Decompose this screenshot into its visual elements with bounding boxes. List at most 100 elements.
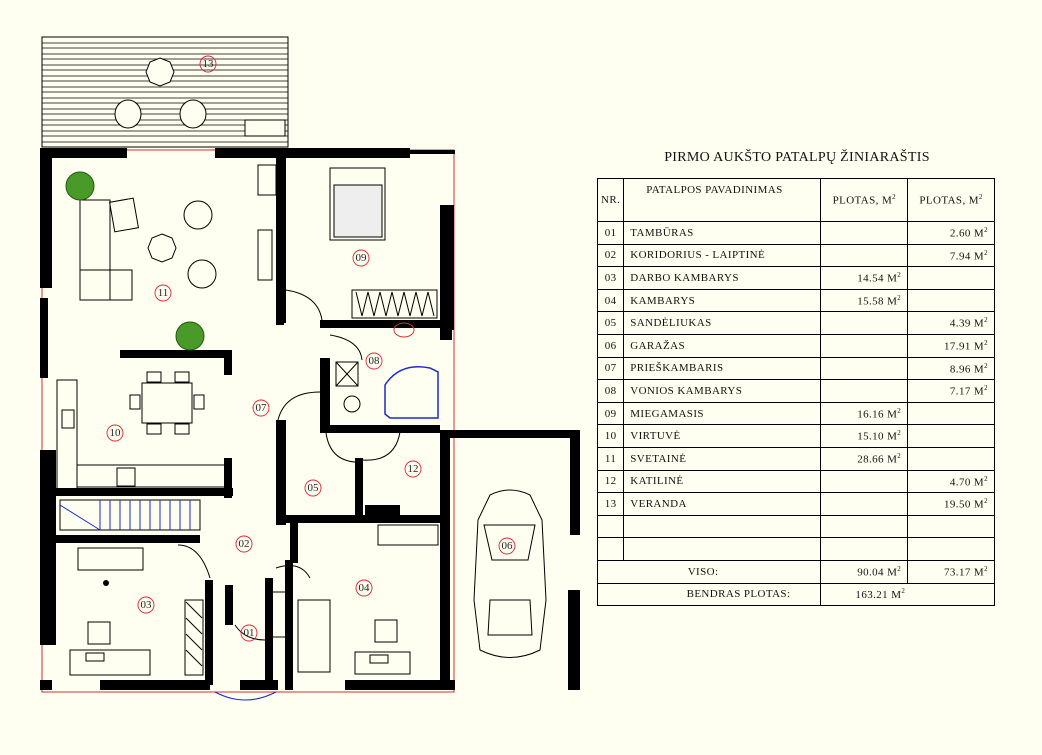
row-name: VERANDA — [623, 492, 822, 516]
svg-text:05: 05 — [308, 482, 320, 494]
room-label-13: 13 — [199, 55, 217, 73]
kitchen — [56, 379, 228, 491]
lamp-icon — [103, 580, 109, 586]
row-nr: 03 — [596, 266, 625, 290]
outer-frame — [41, 149, 455, 693]
room-label-11: 11 — [154, 284, 172, 302]
room-label-01: 01 — [240, 624, 258, 642]
row-area-a — [820, 221, 909, 245]
boiler — [365, 505, 400, 515]
staircase — [59, 499, 201, 531]
svg-text:09: 09 — [356, 252, 368, 264]
room-label-08: 08 — [365, 352, 383, 370]
svg-text:03: 03 — [141, 599, 153, 611]
row-nr: 05 — [596, 311, 625, 335]
table-row — [596, 537, 995, 561]
armchair-icon — [179, 99, 207, 129]
row-area-b — [907, 401, 995, 426]
svg-text:04: 04 — [359, 582, 371, 594]
dining-table — [129, 371, 205, 435]
veranda-deck — [41, 36, 289, 148]
total-row: VISO: 90.04 M2 73.17 M2 — [596, 559, 995, 584]
row-area-b — [907, 266, 995, 290]
row-area-a: 14.54 M2 — [820, 266, 909, 290]
row-area-a: 15.10 M2 — [820, 424, 909, 448]
row-area-a — [820, 243, 909, 268]
grand-total-value: 163.21 M2 — [820, 582, 995, 607]
row-area-b: 7.17 M2 — [907, 379, 995, 403]
row-area-b: 19.50 M2 — [907, 492, 995, 516]
row-area-a — [820, 492, 909, 516]
row-name: GARAŽAS — [623, 333, 822, 358]
row-area-a — [820, 379, 909, 403]
row-name: DARBO KAMBARYS — [623, 266, 822, 290]
row-area-b — [907, 288, 995, 313]
room-label-07: 07 — [252, 399, 270, 417]
row-area-b — [907, 514, 995, 539]
svg-text:07: 07 — [256, 402, 268, 414]
row-name: KAMBARYS — [623, 288, 822, 313]
row-area-a — [820, 356, 909, 381]
room-label-02: 02 — [235, 535, 253, 553]
row-area-b: 2.60 M2 — [907, 221, 995, 245]
row-nr: 09 — [596, 401, 625, 426]
row-area-b: 4.39 M2 — [907, 311, 995, 335]
room04-furniture — [271, 524, 439, 675]
total-label: VISO: — [596, 559, 822, 584]
row-area-b — [907, 446, 995, 471]
row-nr — [596, 537, 625, 561]
row-nr: 06 — [596, 333, 625, 358]
row-area-b: 4.70 M2 — [907, 469, 995, 494]
table-icon — [145, 57, 175, 87]
room-label-04: 04 — [355, 579, 373, 597]
svg-text:11: 11 — [158, 287, 169, 299]
svg-text:02: 02 — [239, 538, 250, 550]
living-furniture — [79, 164, 277, 301]
grand-total-label: BENDRAS PLOTAS: — [596, 582, 822, 607]
room-label-09: 09 — [352, 249, 370, 267]
row-name — [623, 537, 822, 561]
door-swings — [177, 289, 401, 641]
room-label-12: 12 — [404, 460, 422, 478]
svg-text:01: 01 — [244, 627, 255, 639]
total-b: 73.17 M2 — [907, 559, 995, 584]
row-nr: 10 — [596, 424, 625, 448]
table-row — [596, 514, 995, 539]
car-icon — [473, 489, 547, 658]
plant-icon — [175, 321, 205, 351]
row-area-b — [907, 424, 995, 448]
svg-text:08: 08 — [369, 355, 381, 367]
row-nr: 11 — [596, 446, 625, 471]
row-nr: 08 — [596, 379, 625, 403]
row-area-a: 28.66 M2 — [820, 446, 909, 471]
row-name: MIEGAMASIS — [623, 401, 822, 426]
row-nr: 12 — [596, 469, 625, 494]
row-name: SANDĖLIUKAS — [623, 311, 822, 335]
grand-total-row: BENDRAS PLOTAS: 163.21 M2 — [596, 582, 995, 607]
bedroom-furniture — [329, 167, 438, 319]
row-area-b: 17.91 M2 — [907, 333, 995, 358]
row-name: TAMBŪRAS — [623, 221, 822, 245]
header-area-a: PLOTAS, M2 — [820, 178, 909, 222]
row-area-a: 15.58 M2 — [820, 288, 909, 313]
row-area-a — [820, 469, 909, 494]
row-name: KATILINĖ — [623, 469, 822, 494]
row-name: SVETAINĖ — [623, 446, 822, 471]
row-nr: 02 — [596, 243, 625, 268]
row-nr: 13 — [596, 492, 625, 516]
room-schedule-table: NR. PATALPOS PAVADINIMAS PLOTAS, M2 PLOT… — [596, 178, 995, 607]
room-labels: 13 09 11 08 07 10 12 05 06 02 04 03 01 — [106, 55, 516, 642]
armchair-icon — [114, 99, 142, 129]
row-name: VIRTUVĖ — [623, 424, 822, 448]
svg-text:06: 06 — [502, 540, 514, 552]
